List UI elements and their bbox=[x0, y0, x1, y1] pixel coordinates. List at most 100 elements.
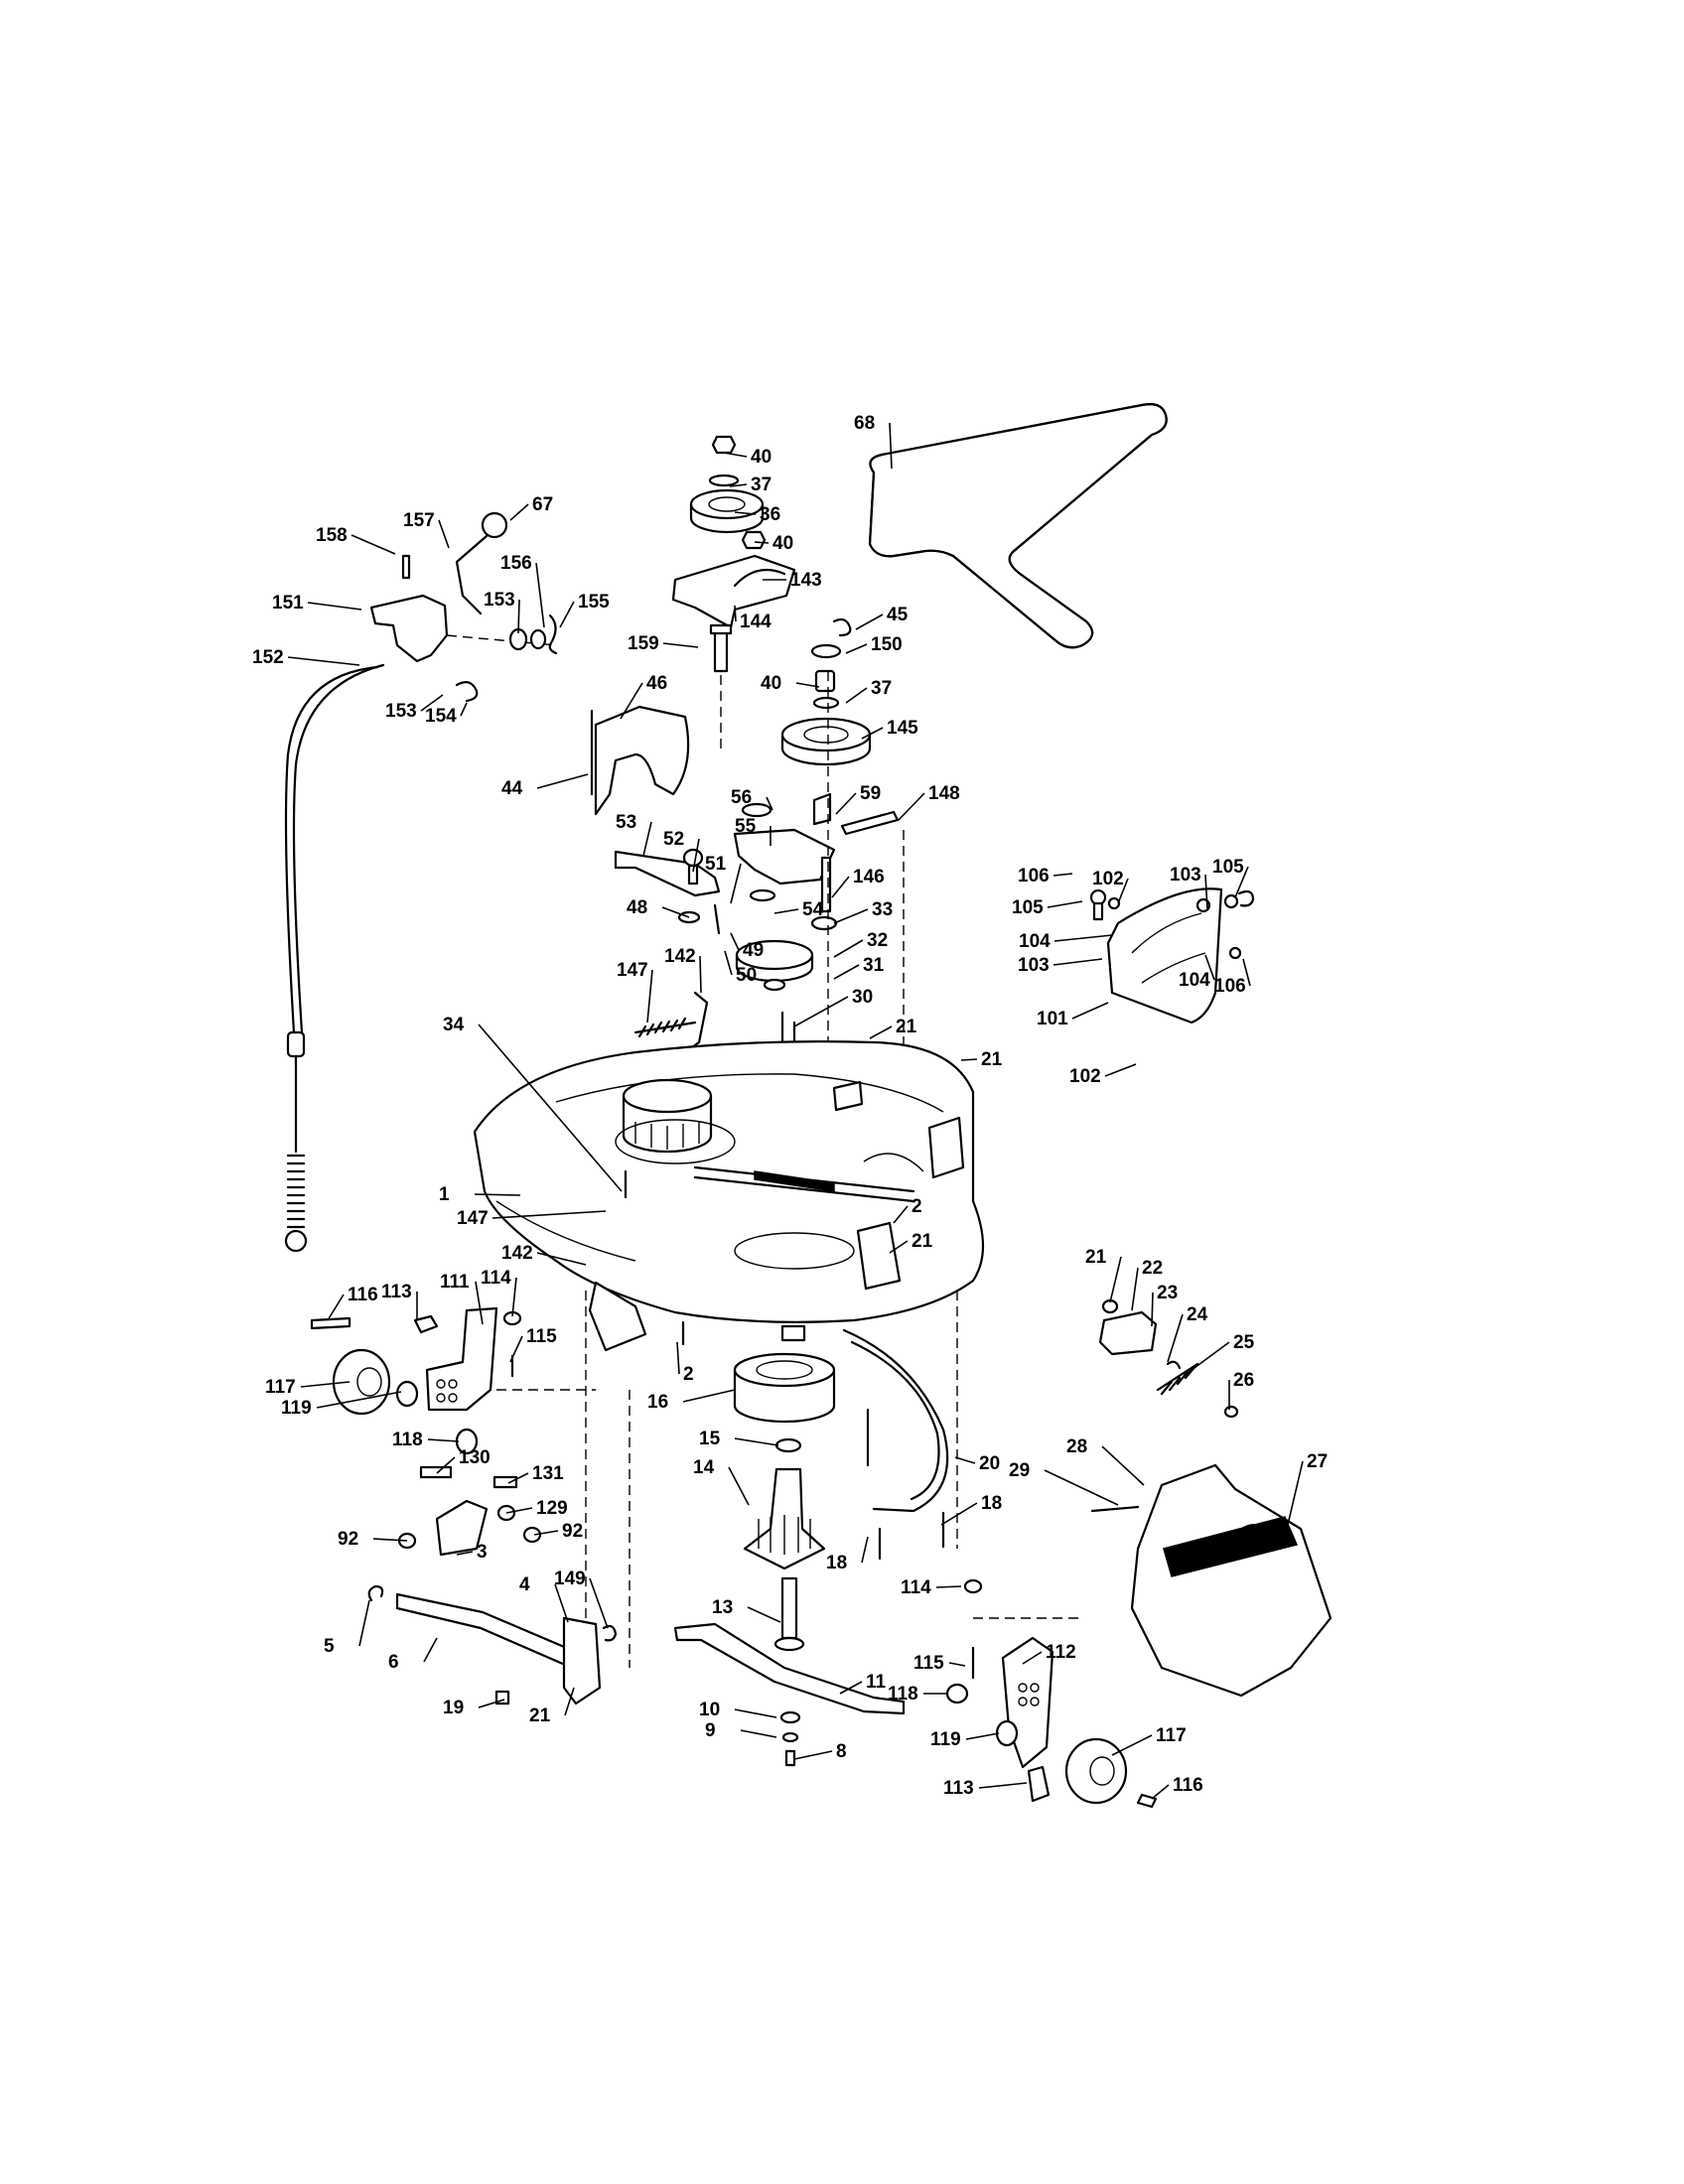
callout-c111: 111 bbox=[440, 1272, 484, 1325]
callout-leader bbox=[642, 821, 652, 857]
part-number-label: 20 bbox=[979, 1453, 1000, 1474]
callout-leader bbox=[307, 602, 362, 611]
callout-c25: 25 bbox=[1183, 1332, 1255, 1377]
callout-c104a: 104 bbox=[1019, 931, 1113, 952]
callout-leader bbox=[948, 1662, 966, 1667]
callout-leader bbox=[1053, 934, 1113, 942]
callout-c8: 8 bbox=[793, 1741, 847, 1762]
part-number-label: 6 bbox=[388, 1652, 399, 1673]
callout-c142b: 142 bbox=[501, 1243, 587, 1266]
part-number-label: 34 bbox=[443, 1015, 465, 1035]
callout-leader bbox=[734, 1708, 777, 1718]
part-number-label: 116 bbox=[348, 1285, 378, 1305]
callout-c15: 15 bbox=[699, 1429, 779, 1449]
part-number-label: 26 bbox=[1233, 1370, 1254, 1391]
callout-c147a: 147 bbox=[617, 960, 653, 1024]
callout-leader bbox=[1044, 1469, 1119, 1506]
callout-leader bbox=[682, 1389, 736, 1403]
callout-c149: 149 bbox=[554, 1569, 609, 1629]
callout-leader bbox=[478, 1699, 505, 1708]
callout-c26: 26 bbox=[1228, 1370, 1254, 1410]
callout-c106b: 106 bbox=[1214, 958, 1251, 997]
callout-c152: 152 bbox=[252, 647, 360, 668]
part-number-label: 102 bbox=[1092, 869, 1124, 889]
callout-leader bbox=[833, 939, 864, 958]
callout-leader bbox=[517, 599, 520, 634]
deflector-101-part bbox=[1089, 887, 1255, 1024]
callout-leader bbox=[734, 605, 737, 622]
part-number-label: 44 bbox=[501, 778, 523, 799]
callout-c31: 31 bbox=[833, 955, 885, 980]
part-number-label: 15 bbox=[699, 1429, 721, 1449]
part-number-label: 143 bbox=[790, 570, 822, 591]
part-number-label: 101 bbox=[1037, 1009, 1068, 1029]
callout-c37a: 37 bbox=[729, 475, 772, 495]
callout-leader bbox=[1167, 1313, 1184, 1363]
callout-leader bbox=[478, 1024, 623, 1192]
part-number-label: 9 bbox=[705, 1720, 716, 1741]
callout-c115b: 115 bbox=[913, 1653, 966, 1674]
callout-c129: 129 bbox=[505, 1498, 568, 1519]
part-number-label: 55 bbox=[735, 816, 757, 837]
part-number-label: 4 bbox=[519, 1574, 530, 1595]
part-number-label: 129 bbox=[536, 1498, 568, 1519]
part-number-label: 155 bbox=[578, 592, 610, 613]
cable-spring bbox=[286, 1154, 306, 1229]
part-number-label: 145 bbox=[887, 718, 918, 739]
callout-leader bbox=[620, 682, 643, 720]
callout-c67: 67 bbox=[509, 494, 553, 521]
part-number-label: 115 bbox=[526, 1326, 557, 1347]
callout-leader bbox=[475, 1281, 484, 1325]
callout-leader bbox=[474, 1193, 521, 1196]
callout-leader bbox=[423, 1637, 438, 1663]
blade-spindle-assembly bbox=[673, 1352, 906, 1767]
callout-leader bbox=[740, 1729, 777, 1738]
mower-deck-part bbox=[473, 1040, 985, 1346]
part-number-label: 106 bbox=[1018, 866, 1050, 887]
callout-leader bbox=[351, 534, 396, 555]
callout-c23: 23 bbox=[1151, 1283, 1178, 1327]
callout-c6: 6 bbox=[388, 1637, 438, 1673]
callout-c50: 50 bbox=[724, 950, 757, 986]
callout-c119a: 119 bbox=[281, 1391, 402, 1419]
callout-leader bbox=[536, 1252, 587, 1266]
callout-c131: 131 bbox=[507, 1463, 564, 1484]
part-number-label: 1 bbox=[439, 1184, 450, 1205]
callout-c103a: 103 bbox=[1170, 865, 1208, 910]
callout-c21c: 21 bbox=[889, 1231, 933, 1254]
callout-leader bbox=[358, 1599, 370, 1647]
callout-leader bbox=[845, 687, 868, 704]
part-number-label: 10 bbox=[699, 1700, 720, 1720]
part-number-label: 106 bbox=[1214, 976, 1246, 997]
callout-c104b: 104 bbox=[1179, 954, 1215, 991]
callout-c55: 55 bbox=[735, 816, 772, 846]
callout-leader bbox=[734, 511, 757, 515]
callout-leader bbox=[869, 1025, 893, 1039]
callout-c159: 159 bbox=[628, 633, 699, 654]
callout-c34: 34 bbox=[443, 1015, 623, 1192]
callout-leader bbox=[1204, 874, 1208, 910]
callout-leader bbox=[372, 1538, 408, 1542]
part-number-label: 104 bbox=[1179, 970, 1210, 991]
callout-leader bbox=[505, 1507, 533, 1514]
callout-c148: 148 bbox=[898, 783, 960, 821]
callout-c53: 53 bbox=[616, 812, 652, 857]
callout-leader bbox=[589, 1577, 609, 1629]
part-number-label: 114 bbox=[901, 1577, 931, 1598]
part-number-label: 21 bbox=[981, 1049, 1003, 1070]
callout-c2b: 2 bbox=[676, 1341, 694, 1385]
callout-leader bbox=[564, 1687, 575, 1716]
part-number-label: 148 bbox=[928, 783, 960, 804]
part-number-label: 112 bbox=[1046, 1642, 1076, 1663]
callout-leader bbox=[1071, 1002, 1109, 1020]
part-number-label: 28 bbox=[1066, 1436, 1087, 1457]
part-number-label: 152 bbox=[252, 647, 284, 668]
callout-leader bbox=[833, 908, 869, 924]
part-number-label: 144 bbox=[740, 612, 772, 632]
callout-c119b: 119 bbox=[930, 1729, 1000, 1750]
callout-c33: 33 bbox=[833, 899, 893, 924]
part-number-label: 105 bbox=[1012, 897, 1044, 918]
callout-c92b: 92 bbox=[533, 1521, 583, 1542]
callout-c155: 155 bbox=[559, 592, 610, 628]
callout-c21d: 21 bbox=[529, 1687, 575, 1726]
